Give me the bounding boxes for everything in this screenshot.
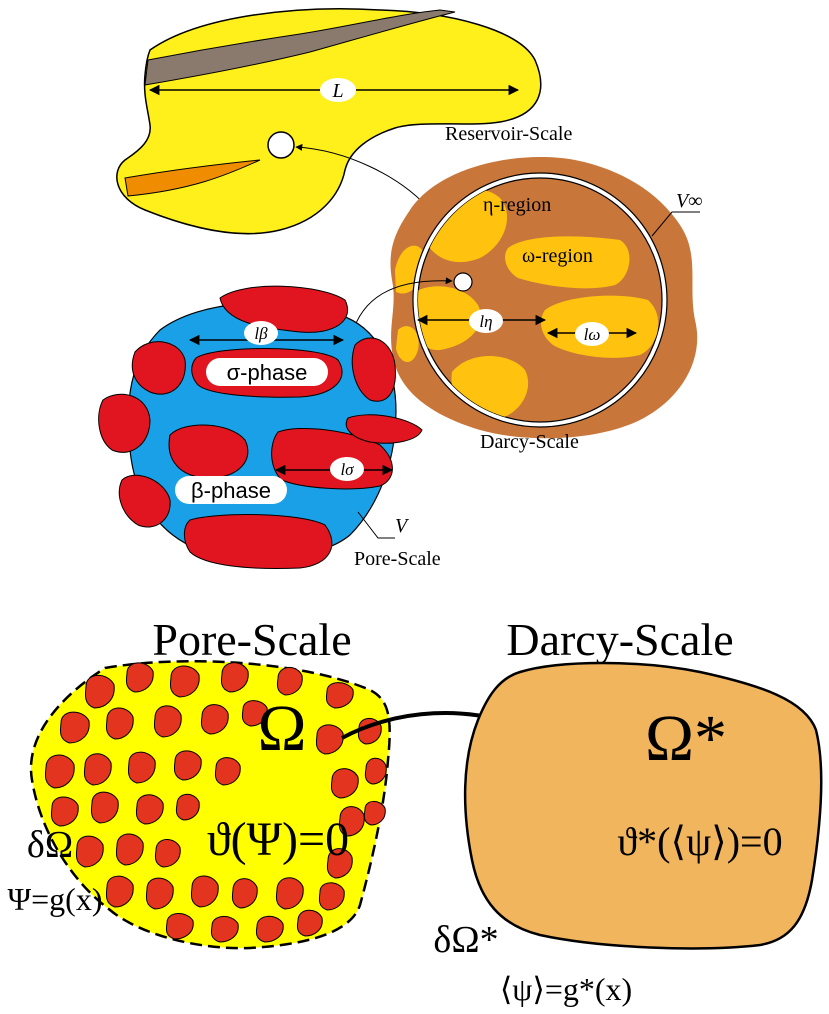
darcy-sample-point [454, 273, 472, 291]
pore-volume-label: V [395, 515, 410, 537]
reservoir-length-label: L [331, 80, 343, 102]
sigma-length-label: lσ [340, 460, 354, 479]
sigma-grain [184, 515, 332, 569]
bottom-pore-equation: ϑ(Ψ)=0 [207, 813, 349, 866]
bottom-darcy-domain [465, 663, 821, 948]
sigma-phase-label: σ-phase [227, 360, 308, 385]
darcy-volume-label: V∞ [676, 190, 702, 212]
bottom-pore-domain-symbol: Ω [257, 692, 306, 765]
bottom-pore-boundary-symbol: δΩ [27, 824, 73, 866]
bottom-darcy-equation: ϑ*(⟨ψ⟩)=0 [617, 819, 782, 864]
bottom-darcy-boundary-symbol: δΩ* [433, 919, 498, 961]
bottom-pore-boundary-condition: Ψ=g(x) [8, 881, 103, 917]
beta-length-label: lβ [254, 324, 268, 343]
eta-length-label: lη [479, 312, 492, 331]
reservoir-sample-point [268, 132, 294, 158]
grain [364, 801, 385, 825]
pore-group: σ-phase β-phase lβ lσ V Pore-Scale [99, 286, 441, 570]
bottom-darcy-title: Darcy-Scale [506, 614, 733, 665]
beta-phase-label: β-phase [191, 478, 271, 503]
bottom-darcy-boundary-condition: ⟨ψ⟩=g*(x) [500, 971, 632, 1007]
bottom-darcy-group: Darcy-Scale Ω* ϑ*(⟨ψ⟩)=0 δΩ* ⟨ψ⟩=g*(x) [433, 614, 821, 1007]
sigma-grain [99, 394, 150, 452]
darcy-group: η-region ω-region lη lω V∞ Darcy-Scale [352, 157, 702, 453]
pore-scale-label: Pore-Scale [354, 548, 441, 570]
bottom-pore-group: Pore-Scale Ω ϑ(Ψ)=0 δΩ Ψ=g(x) [8, 614, 390, 948]
reservoir-scale-label: Reservoir-Scale [445, 123, 572, 145]
omega-length-label: lω [584, 325, 601, 344]
darcy-scale-label: Darcy-Scale [480, 431, 579, 453]
eta-region-label: η-region [483, 194, 551, 216]
omega-region-label: ω-region [522, 245, 593, 267]
bottom-darcy-domain-symbol: Ω* [645, 702, 727, 775]
sigma-grain [169, 425, 248, 478]
bottom-pore-title: Pore-Scale [152, 614, 351, 665]
